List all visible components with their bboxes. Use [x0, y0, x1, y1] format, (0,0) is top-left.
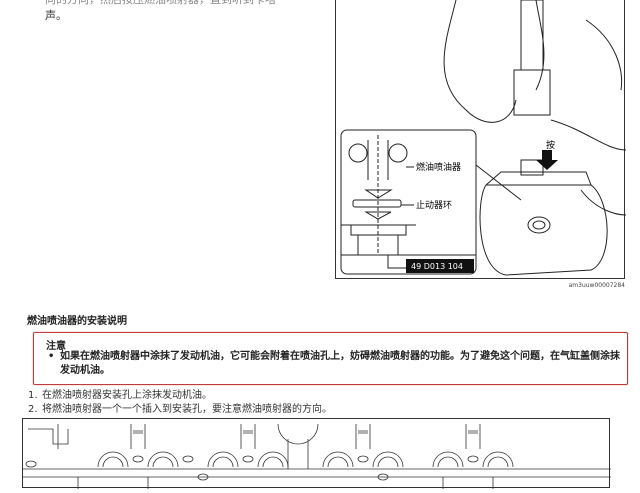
caution-title: 注意 [46, 341, 66, 352]
bullet: • [48, 351, 55, 362]
injector-illustration: 燃油喷油器 止动器环 按 49 D013 104 [340, 0, 627, 276]
label-fuel-injector: 燃油喷油器 [416, 161, 461, 173]
intro-line-2: 声。 [45, 9, 67, 22]
label-press: 按 [546, 139, 555, 151]
cylinder-head-illustration [23, 423, 611, 489]
step-item: 2.将燃油喷射器一个一个插入到安装孔，要注意燃油喷射器的方向。 [28, 404, 332, 415]
injector-installation-figure: 燃油喷油器 止动器环 按 49 D013 104 [335, 0, 627, 279]
intro-text: 向的方向，然后按压燃油喷射器，直到听到卡嗒 声。 [45, 0, 305, 24]
figure-caption: am3uuw00007284 [568, 282, 625, 289]
section-heading: 燃油喷油器的安装说明 [27, 316, 127, 327]
step-list: 1.在燃油喷射器安装孔上涂抹发动机油。 2.将燃油喷射器一个一个插入到安装孔，要… [28, 389, 332, 417]
intro-line-1: 向的方向，然后按压燃油喷射器，直到听到卡嗒 [45, 0, 305, 8]
tool-number: 49 D013 104 [411, 262, 463, 271]
caution-body: • 如果在燃油喷射器中涂抹了发动机油，它可能会附着在喷油孔上，妨碍燃油喷射器的功… [48, 350, 620, 378]
caution-box: 注意 • 如果在燃油喷射器中涂抹了发动机油，它可能会附着在喷油孔上，妨碍燃油喷射… [33, 332, 628, 385]
step-item: 1.在燃油喷射器安装孔上涂抹发动机油。 [28, 390, 212, 401]
cylinder-head-figure [22, 418, 611, 489]
caution-text: 如果在燃油喷射器中涂抹了发动机油，它可能会附着在喷油孔上，妨碍燃油喷射器的功能。… [60, 351, 620, 376]
label-retaining-ring: 止动器环 [416, 199, 452, 211]
